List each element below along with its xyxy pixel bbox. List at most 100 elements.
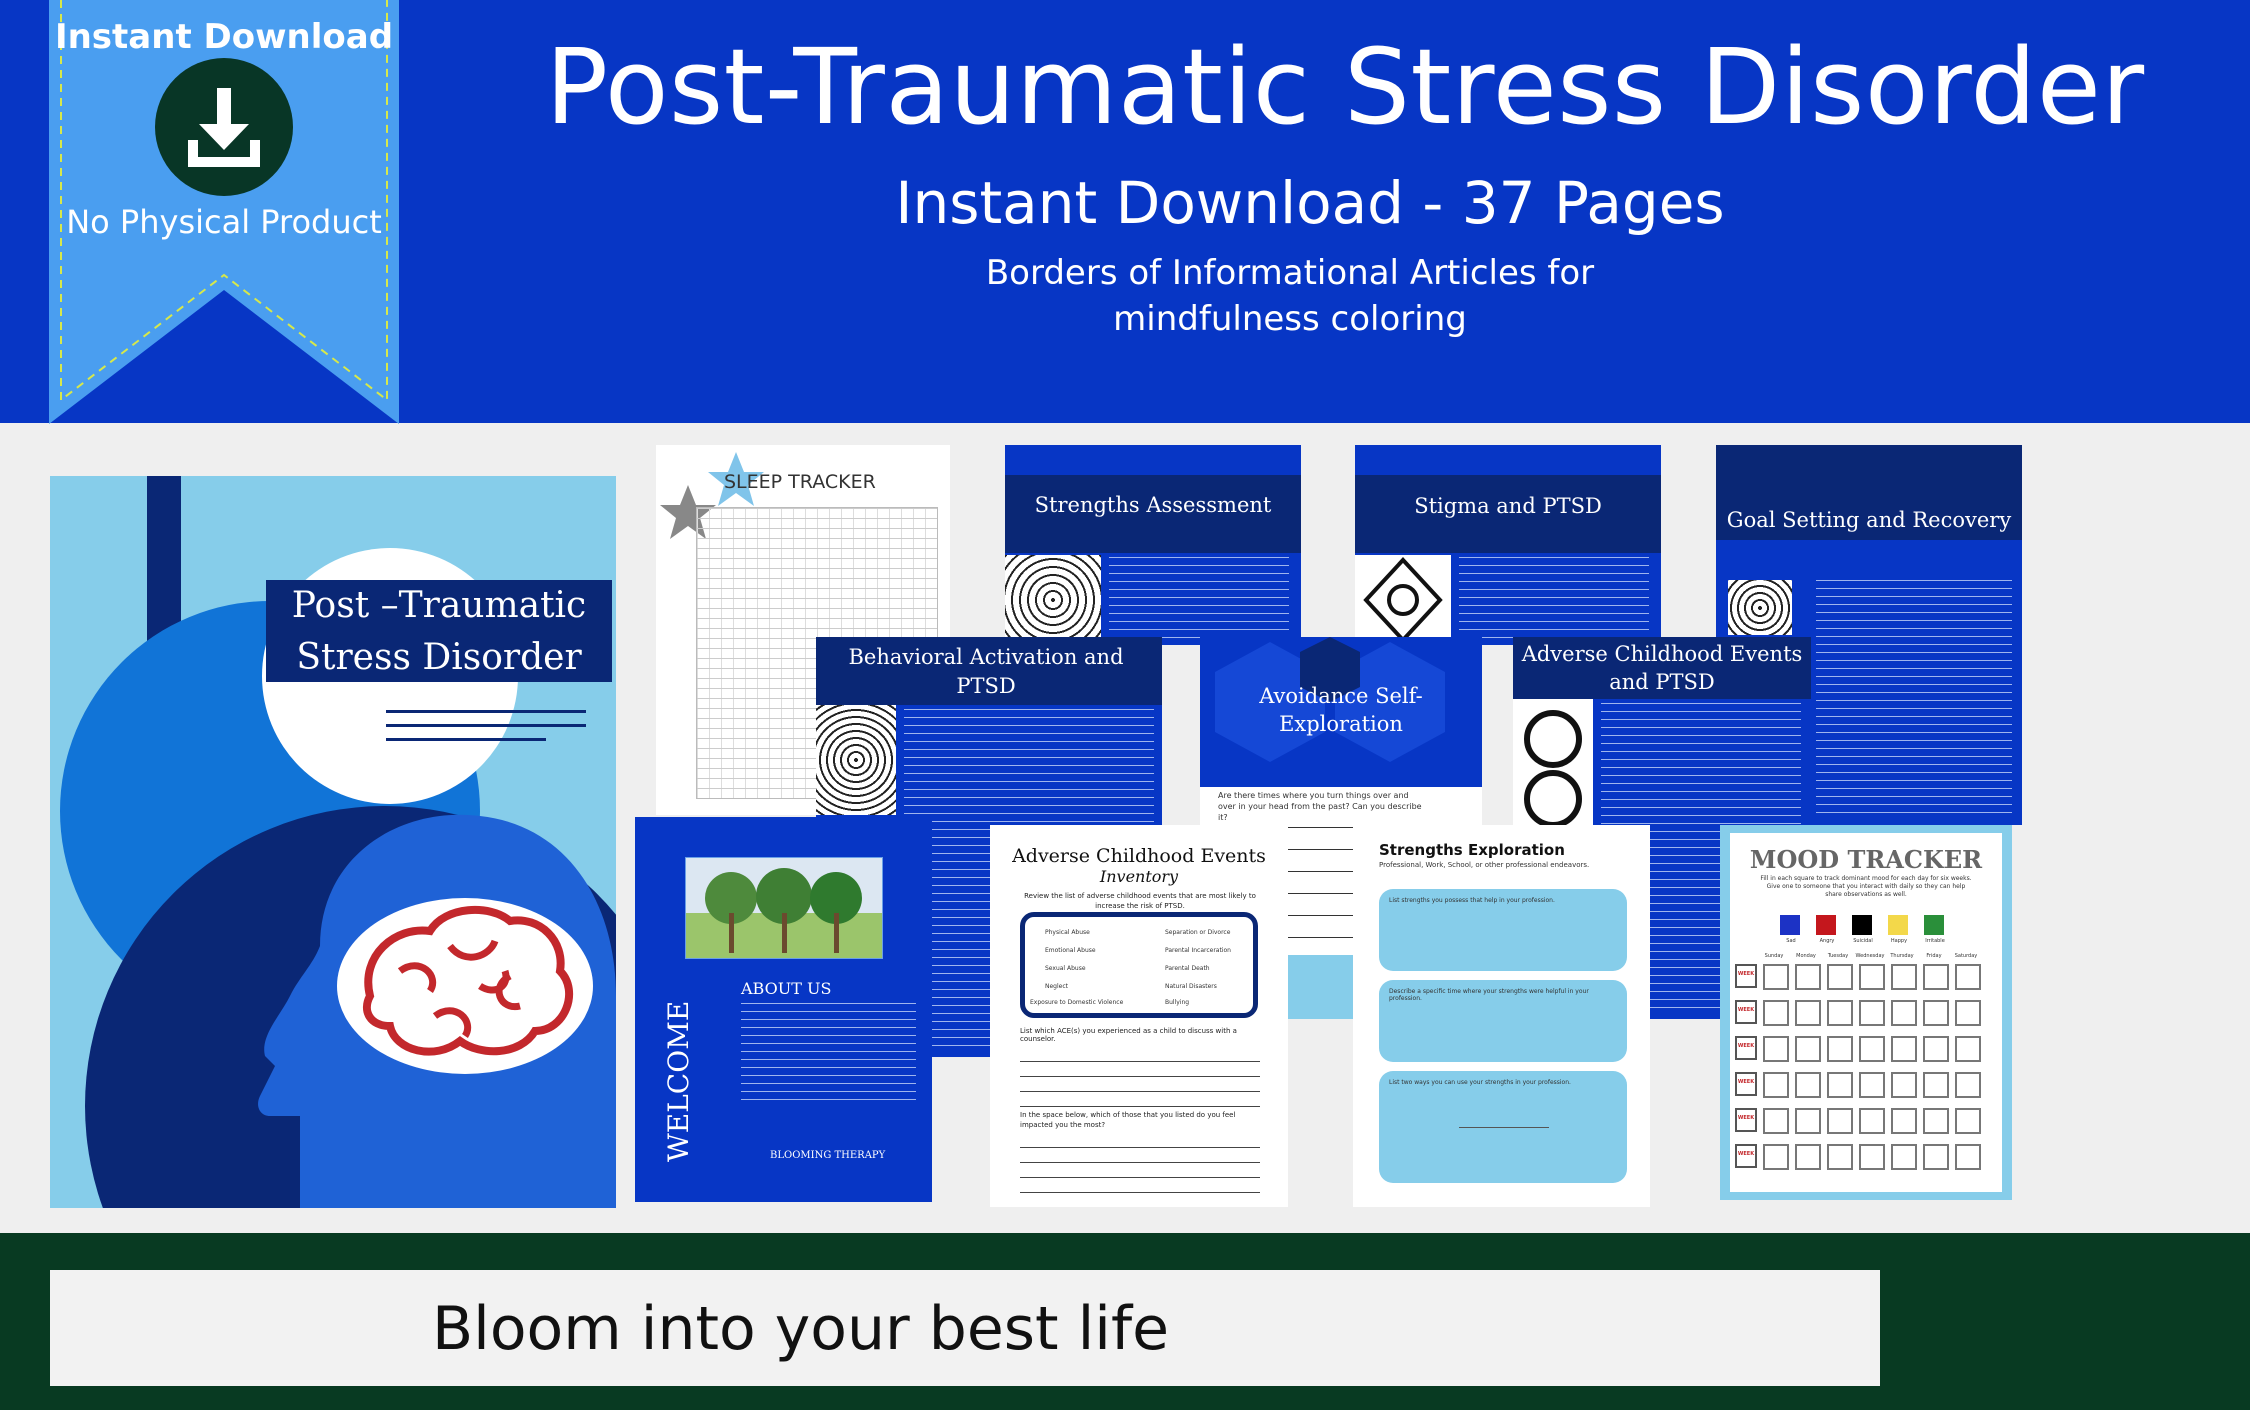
stigma-title: Stigma and PTSD	[1414, 494, 1602, 518]
title-bar	[1355, 475, 1661, 553]
ace-title-line-1: Adverse Childhood Events	[1521, 642, 1803, 666]
avoidance-title-line-2: Exploration	[1279, 712, 1403, 736]
ace-inventory-title: Adverse Childhood Events	[1012, 845, 1266, 867]
cover-title-box: Post –Traumatic Stress Disorder	[266, 580, 612, 682]
mood-day-label: Wednesday	[1855, 953, 1885, 959]
strengths-box-3: List two ways you can use your strengths…	[1379, 1071, 1627, 1183]
divider	[1459, 1127, 1549, 1128]
ace-question-1: List which ACE(s) you experienced as a c…	[1020, 1027, 1237, 1043]
trees-image	[685, 857, 883, 959]
page-ace-inventory: Adverse Childhood Events Inventory Revie…	[990, 825, 1288, 1207]
mood-week-label: WEEK	[1737, 971, 1755, 977]
strengths-question-2: Describe a specific time where your stre…	[1389, 988, 1589, 1002]
goal-setting-title: Goal Setting and Recovery	[1726, 508, 2012, 532]
ace-inventory-intro: Review the list of adverse childhood eve…	[1024, 892, 1256, 910]
ace-item: Natural Disasters	[1165, 983, 1217, 990]
ace-item: Physical Abuse	[1045, 929, 1090, 936]
mood-day-label: Thursday	[1890, 953, 1914, 959]
tagline: Bloom into your best life	[432, 1294, 1169, 1364]
writing-lines	[1020, 1047, 1260, 1107]
ace-item: Parental Incarceration	[1165, 947, 1231, 954]
tagline-box	[50, 1270, 1880, 1386]
ace-item: Emotional Abuse	[1045, 947, 1096, 954]
behavioral-title-line-1: Behavioral Activation and	[848, 645, 1124, 669]
title-bar	[1005, 475, 1301, 553]
ace-item: Sexual Abuse	[1045, 965, 1086, 972]
ace-inventory-subtitle: Inventory	[1099, 867, 1179, 886]
ribbon-shape	[49, 0, 399, 424]
mood-day-label: Sunday	[1764, 953, 1784, 959]
strengths-exploration-subtitle: Professional, Work, School, or other pro…	[1379, 861, 1590, 869]
avoidance-question: Are there times where you turn things ov…	[1218, 791, 1422, 822]
page-strengths-exploration: Strengths Exploration Professional, Work…	[1353, 825, 1650, 1207]
mood-week-label: WEEK	[1737, 1079, 1755, 1085]
mood-legend-label: Suicidal	[1853, 938, 1873, 944]
mandala-border	[1005, 555, 1101, 645]
mood-week-label: WEEK	[1737, 1043, 1755, 1049]
ribbon-top-text: Instant Download	[54, 17, 394, 57]
mood-week-label: WEEK	[1737, 1151, 1755, 1157]
mandala-border	[1355, 555, 1451, 645]
cover-title-line-1: Post –Traumatic	[291, 585, 587, 626]
body-text	[1109, 557, 1289, 645]
about-us-heading: ABOUT US	[741, 979, 832, 998]
ribbon-bottom-text: No Physical Product	[66, 203, 382, 241]
mood-legend-label: Happy	[1890, 938, 1908, 944]
page-mood-tracker: MOOD TRACKER Fill in each square to trac…	[1720, 825, 2012, 1200]
strengths-exploration-title: Strengths Exploration	[1379, 841, 1565, 859]
strengths-assessment-title: Strengths Assessment	[1034, 493, 1272, 517]
mood-swatch	[1816, 915, 1836, 935]
behavioral-title-line-2: PTSD	[956, 674, 1016, 698]
cover-title-line-2: Stress Disorder	[296, 637, 582, 678]
welcome-text: WELCOME	[662, 1000, 695, 1162]
mood-day-label: Monday	[1796, 953, 1816, 959]
ace-item: Separation or Divorce	[1165, 929, 1231, 936]
mood-swatch	[1924, 915, 1944, 935]
mood-day-label: Friday	[1926, 953, 1942, 959]
mandala-border	[816, 705, 896, 815]
title-bar	[1513, 637, 1811, 699]
star-icon	[708, 452, 764, 506]
strengths-box-1: List strengths you possess that help in …	[1379, 889, 1627, 971]
sleep-tracker-title: SLEEP TRACKER	[724, 471, 876, 493]
mood-tracker-desc: Fill in each square to track dominant mo…	[1760, 875, 1972, 898]
description-line-1: Borders of Informational Articles for	[985, 253, 1595, 293]
mood-tracker-title: MOOD TRACKER	[1749, 845, 1983, 874]
mood-swatch	[1852, 915, 1872, 935]
blooming-therapy-label: BLOOMING THERAPY	[770, 1150, 886, 1161]
mood-grid	[1735, 964, 1981, 1170]
ace-title-line-2: and PTSD	[1609, 670, 1715, 694]
ebook-cover: Post –Traumatic Stress Disorder	[50, 476, 616, 1208]
title-bar	[816, 637, 1162, 705]
strengths-question-3: List two ways you can use your strengths…	[1389, 1079, 1571, 1086]
body-text	[1459, 557, 1649, 645]
ace-question-2: In the space below, which of those that …	[1020, 1111, 1236, 1129]
about-us-text	[741, 1003, 916, 1103]
mood-day-label: Tuesday	[1827, 953, 1849, 959]
mood-legend-label: Angry	[1819, 938, 1835, 944]
mood-legend-label: Sad	[1786, 938, 1796, 944]
page-title: Post-Traumatic Stress Disorder	[545, 26, 2145, 148]
page-welcome: ABOUT US WELCOME BLOOMING THERAPY	[635, 817, 932, 1202]
mood-week-label: WEEK	[1737, 1115, 1755, 1121]
mandala-border	[1728, 580, 1792, 635]
mood-legend-label: Irritable	[1925, 938, 1945, 944]
page-stigma: Stigma and PTSD	[1355, 445, 1661, 645]
ace-item: Exposure to Domestic Violence	[1030, 999, 1124, 1006]
description-line-2: mindfulness coloring	[1113, 299, 1467, 339]
strengths-box-2: Describe a specific time where your stre…	[1379, 980, 1627, 1062]
hexagon-pattern	[1215, 637, 1445, 762]
download-icon	[155, 58, 293, 196]
page-subtitle: Instant Download - 37 Pages	[895, 169, 1725, 237]
ace-list-box: Physical Abuse Separation or Divorce Emo…	[1020, 912, 1258, 1018]
avoidance-title-line-1: Avoidance Self-	[1259, 684, 1423, 708]
mood-week-label: WEEK	[1737, 1007, 1755, 1013]
page-strengths-assessment: Strengths Assessment	[1005, 445, 1301, 645]
mood-swatch	[1888, 915, 1908, 935]
instant-download-ribbon: Instant Download No Physical Product	[49, 0, 399, 424]
writing-lines	[1020, 1133, 1260, 1199]
mood-day-label: Saturday	[1954, 953, 1978, 959]
body-text	[1816, 580, 2012, 815]
ace-item: Bullying	[1165, 999, 1190, 1006]
ace-item: Parental Death	[1165, 965, 1210, 972]
